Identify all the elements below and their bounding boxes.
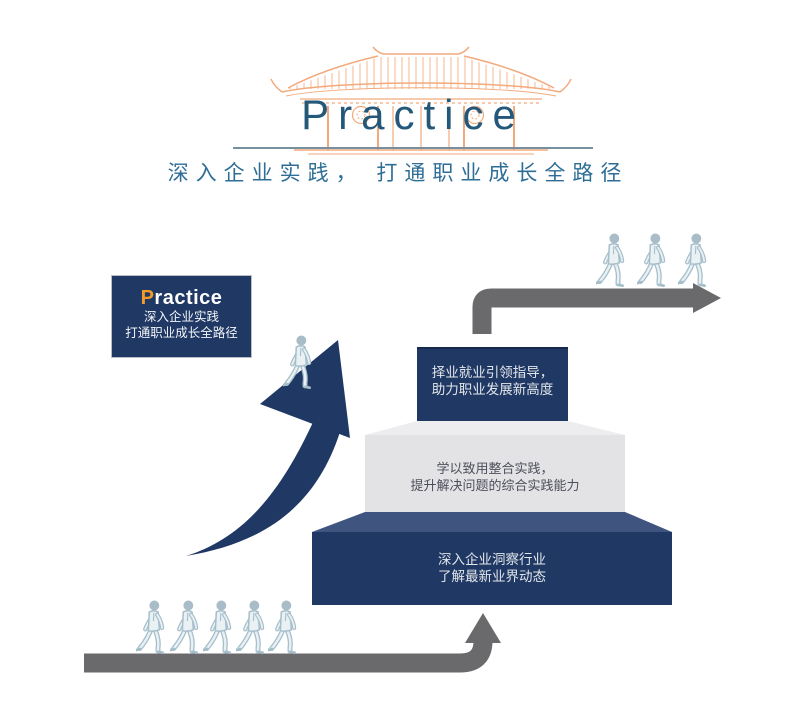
intro-card-title-rest: ractice	[154, 287, 223, 309]
intro-card-line1: 深入企业实践	[143, 310, 219, 324]
tier-3-face	[417, 347, 568, 421]
intro-card-title: Practice	[112, 287, 251, 309]
intro-card-line2: 打通职业成长全路径	[125, 326, 238, 340]
walker-bottom-icon	[170, 599, 203, 656]
intro-card: Practice 深入企业实践 打通职业成长全路径	[112, 276, 251, 357]
tier-1-line2: 了解最新业界动态	[438, 569, 546, 584]
path-arrow-bottom	[84, 613, 501, 673]
tier-1-line1: 深入企业洞察行业	[438, 552, 546, 567]
walker-bottom-icon	[136, 599, 169, 656]
walker-bottom-icon	[268, 599, 301, 656]
chinese-pavilion-icon	[270, 46, 572, 155]
tier-3-line2: 助力职业发展新高度	[431, 382, 554, 397]
walker-on-arrow-icon	[283, 334, 316, 391]
tier-1-label: 深入企业洞察行业 了解最新业界动态	[312, 551, 672, 585]
tier-1-bevel	[312, 512, 672, 532]
walker-top-icon	[637, 232, 670, 289]
tier-2-label: 学以致用整合实践， 提升解决问题的综合实践能力	[365, 460, 625, 494]
walker-bottom-icon	[236, 599, 269, 656]
walker-top-icon	[596, 232, 629, 289]
title-divider	[233, 147, 593, 149]
tier-2-lid	[365, 421, 625, 435]
tier-2-line2: 提升解决问题的综合实践能力	[410, 478, 580, 493]
intro-card-title-initial: P	[140, 287, 155, 309]
tier-3-line1: 择业就业引领指导，	[431, 365, 554, 380]
page-title: Practice	[301, 91, 525, 138]
tier-2-line1: 学以致用整合实践，	[436, 461, 554, 476]
walker-bottom-icon	[203, 599, 236, 656]
growth-swoosh-arrow	[186, 340, 350, 556]
tier-2-face	[365, 435, 625, 512]
page-subtitle: 深入企业实践， 打通职业成长全路径	[167, 162, 629, 185]
walker-top-icon	[678, 232, 711, 289]
path-arrow-top-right	[472, 283, 721, 334]
podium-steps	[312, 347, 672, 605]
tier-1-face	[312, 532, 672, 605]
tier-3-label: 择业就业引领指导， 助力职业发展新高度	[417, 364, 568, 398]
